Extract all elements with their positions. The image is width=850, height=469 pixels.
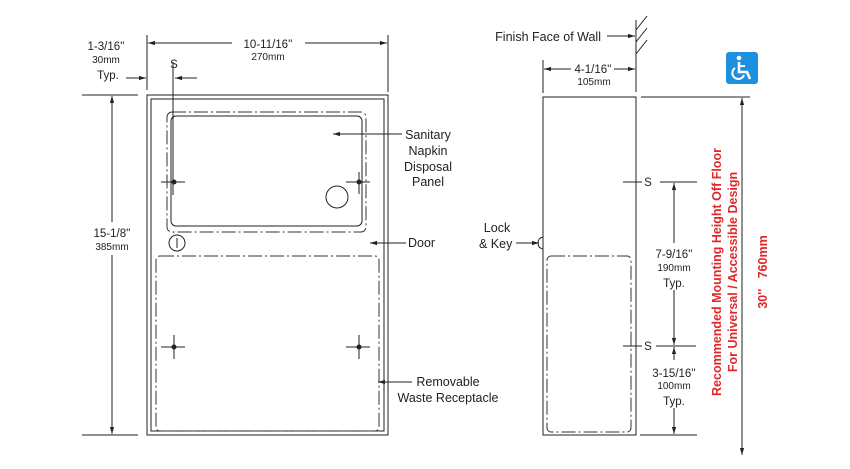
mounting-line-1: Recommended Mounting Height Off Floor <box>710 148 724 396</box>
wheelchair-icon <box>726 52 758 84</box>
depth-dim: 4-1/16'' <box>575 64 612 76</box>
sanitary-napkin-panel <box>170 115 363 227</box>
bottom-mm: 100mm <box>657 381 690 392</box>
screw-label-bottom: S <box>644 341 652 353</box>
width-mm: 270mm <box>251 52 284 63</box>
cabinet-inner-edge <box>150 98 385 432</box>
spacing-mm: 190mm <box>657 263 690 274</box>
mounting-height-value: 30'' 760mm <box>756 235 770 308</box>
bottom-dim: 3-15/16'' <box>652 368 695 380</box>
screw-label-top: S <box>644 177 652 189</box>
cabinet-outline <box>146 94 389 436</box>
offset-typ: Typ. <box>97 70 119 82</box>
panel-outline <box>166 111 367 233</box>
receptacle-label-2: Waste Receptacle <box>398 391 499 405</box>
door-label: Door <box>408 236 435 250</box>
offset-mm: 30mm <box>92 55 120 66</box>
height-mm: 385mm <box>95 242 128 253</box>
offset-dim: 1-3/16'' <box>88 41 125 53</box>
panel-label-4: Panel <box>412 175 444 189</box>
disposal-opening <box>325 185 349 209</box>
mounting-height: Recommended Mounting Height Off Floor Fo… <box>710 98 770 455</box>
side-outline <box>542 96 637 436</box>
screw-label: S <box>170 59 178 71</box>
wall-label: Finish Face of Wall <box>495 30 601 44</box>
spacing-typ: Typ. <box>663 278 685 290</box>
lock-icon[interactable] <box>168 234 186 252</box>
panel-label-3: Disposal <box>404 160 452 174</box>
bottom-typ: Typ. <box>663 396 685 408</box>
height-dim: 15-1/8'' <box>94 228 131 240</box>
front-view: 10-11/16'' 270mm 1-3/16'' 30mm Typ. S 15… <box>82 35 499 436</box>
side-receptacle-outline <box>546 255 632 433</box>
screw-marks <box>161 172 370 359</box>
mounting-line-2: For Universal / Accessible Design <box>726 172 740 372</box>
spacing-dim: 7-9/16'' <box>656 249 693 261</box>
panel-label-2: Napkin <box>409 144 448 158</box>
waste-receptacle-outline <box>155 255 380 432</box>
panel-label-1: Sanitary <box>405 128 452 142</box>
lock-label-1: Lock <box>484 221 511 235</box>
receptacle-label-1: Removable <box>416 375 479 389</box>
lock-label-2: & Key <box>479 237 513 251</box>
depth-mm: 105mm <box>577 77 610 88</box>
wall-hatch <box>635 15 648 92</box>
side-view: Lock & Key Finish Face of Wall 4-1/16'' … <box>479 15 750 436</box>
width-dim: 10-11/16'' <box>244 39 293 51</box>
